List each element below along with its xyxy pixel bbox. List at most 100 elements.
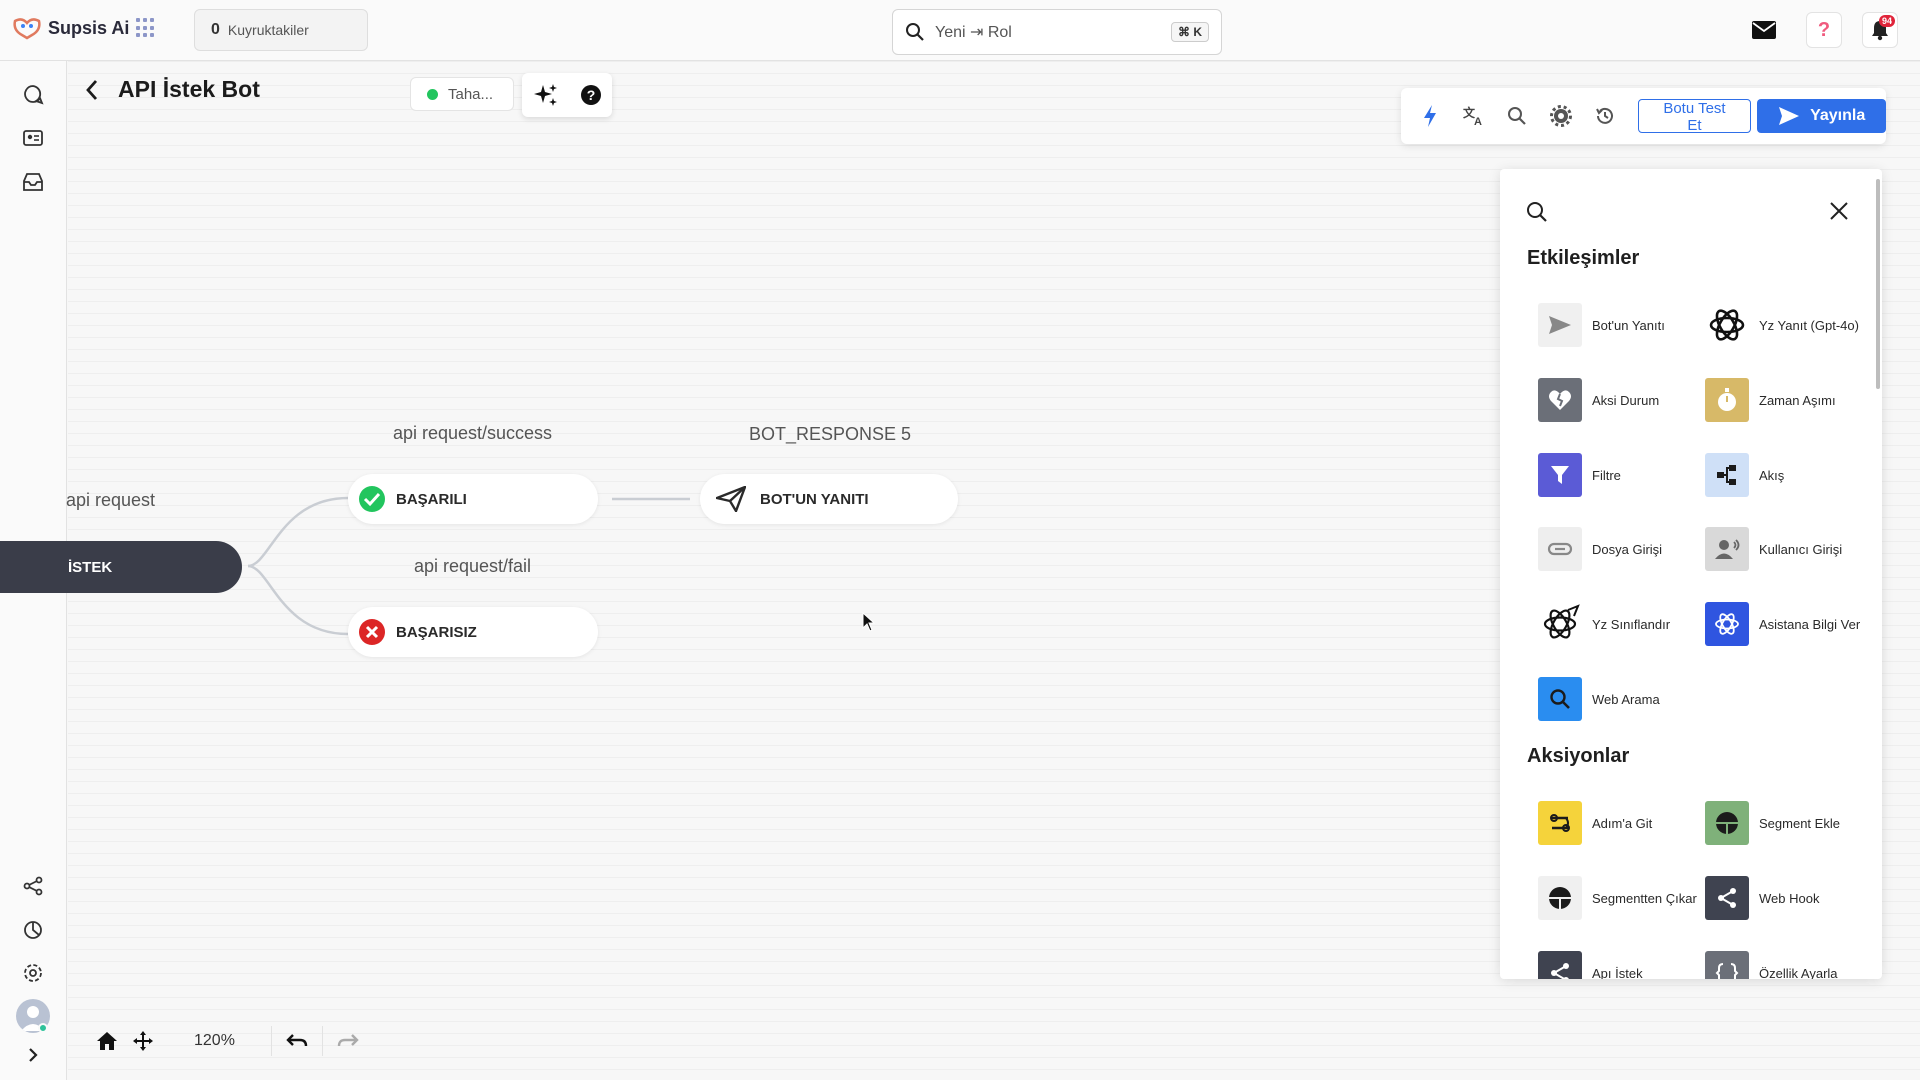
redo-icon[interactable] bbox=[337, 1033, 359, 1049]
paperclip-icon bbox=[1538, 527, 1582, 571]
queue-counter[interactable]: 0 Kuyruktakiler bbox=[194, 9, 368, 51]
notifications-button[interactable]: 94 bbox=[1862, 12, 1898, 48]
move-icon[interactable] bbox=[132, 1030, 154, 1052]
history-button[interactable] bbox=[1592, 103, 1618, 129]
palette-item-web-search[interactable]: Web Arama bbox=[1538, 676, 1698, 722]
mouse-cursor-icon bbox=[862, 612, 876, 632]
palette-item-label: Aksi Durum bbox=[1592, 392, 1660, 408]
palette-item-flow[interactable]: Akış bbox=[1705, 452, 1865, 498]
palette-item-file-input[interactable]: Dosya Girişi bbox=[1538, 526, 1698, 572]
status-dot bbox=[427, 88, 438, 100]
publish-label: Yayınla bbox=[1810, 107, 1866, 124]
sidebar-item-settings[interactable] bbox=[20, 960, 46, 986]
sparkles-icon[interactable] bbox=[533, 82, 559, 108]
node-palette-panel: Etkileşimler Bot'un Yanıtı Yz Yanıt (Gpt… bbox=[1500, 169, 1882, 979]
edge-label-success: api request/success bbox=[392, 423, 553, 443]
question-icon: ? bbox=[1817, 18, 1831, 41]
palette-item-set-property[interactable]: Özellik Ayarla bbox=[1705, 950, 1865, 979]
notification-badge: 94 bbox=[1878, 15, 1895, 27]
stopwatch-icon bbox=[1705, 378, 1749, 422]
palette-item-goto-step[interactable]: Adım'a Git bbox=[1538, 800, 1698, 846]
palette-item-bot-response[interactable]: Bot'un Yanıtı bbox=[1538, 302, 1698, 348]
share-nodes-icon bbox=[23, 876, 43, 896]
contact-card-icon bbox=[23, 130, 43, 146]
send-icon bbox=[1779, 107, 1800, 125]
palette-item-ai-classify[interactable]: Yz Sınıflandır bbox=[1538, 601, 1698, 647]
sidebar-item-chats[interactable] bbox=[20, 81, 46, 107]
palette-item-segment-add[interactable]: Segment Ekle bbox=[1705, 800, 1865, 846]
openai-classify-icon bbox=[1538, 602, 1582, 646]
undo-icon[interactable] bbox=[286, 1033, 308, 1049]
global-search[interactable]: ⌘ K bbox=[892, 9, 1222, 55]
page-title: API İstek Bot bbox=[118, 76, 260, 102]
palette-item-timeout[interactable]: Zaman Aşımı bbox=[1705, 377, 1865, 423]
palette-item-segment-remove[interactable]: Segmentten Çıkar bbox=[1538, 875, 1698, 921]
apps-grid-icon[interactable] bbox=[136, 18, 156, 38]
palette-item-ai-reply[interactable]: Yz Yanıt (Gpt-4o) bbox=[1705, 302, 1865, 348]
palette-item-label: Bot'un Yanıtı bbox=[1592, 317, 1665, 333]
palette-item-label: Segmentten Çıkar bbox=[1592, 890, 1697, 906]
svg-text:?: ? bbox=[586, 87, 595, 103]
logo-icon bbox=[13, 18, 41, 40]
page-header: API İstek Bot bbox=[84, 76, 260, 103]
bot-settings-button[interactable] bbox=[1548, 103, 1574, 129]
flow-node-label: BAŞARILI bbox=[396, 490, 467, 508]
owner-name: Taha... bbox=[448, 85, 494, 103]
chevron-right-icon bbox=[29, 1048, 38, 1062]
gear-icon bbox=[24, 964, 42, 982]
sidebar-item-contacts[interactable] bbox=[20, 125, 46, 151]
flow-node-request[interactable]: İSTEK bbox=[0, 541, 242, 593]
inbox-icon bbox=[23, 173, 43, 191]
panel-scrollbar[interactable] bbox=[1876, 179, 1880, 389]
palette-item-user-input[interactable]: Kullanıcı Girişi bbox=[1705, 526, 1865, 572]
sidebar-expand-button[interactable] bbox=[20, 1042, 46, 1068]
palette-item-api-request[interactable]: Apı İstek bbox=[1538, 950, 1698, 979]
global-search-input[interactable] bbox=[935, 23, 1161, 41]
search-shortcut: ⌘ K bbox=[1171, 22, 1209, 42]
back-arrow-icon[interactable] bbox=[84, 78, 100, 102]
search-icon bbox=[906, 23, 924, 41]
ai-help-toolbar: ? bbox=[522, 73, 612, 117]
palette-item-filter[interactable]: Filtre bbox=[1538, 452, 1698, 498]
help-circle-icon[interactable]: ? bbox=[580, 84, 602, 106]
sidebar-item-inbox[interactable] bbox=[20, 169, 46, 195]
chat-icon bbox=[24, 85, 44, 105]
braces-icon bbox=[1705, 951, 1749, 979]
flow-node-fail[interactable]: BAŞARISIZ bbox=[348, 607, 598, 657]
flow-node-bot-response[interactable]: BOT'UN YANITI bbox=[700, 474, 958, 524]
divider bbox=[321, 1026, 323, 1056]
translate-icon: 文A bbox=[1463, 105, 1482, 127]
goto-step-icon bbox=[1538, 801, 1582, 845]
test-bot-button[interactable]: Botu Test Et bbox=[1637, 99, 1752, 134]
x-circle-icon bbox=[359, 619, 385, 645]
section-title-interactions: Etkileşimler bbox=[1527, 247, 1640, 269]
close-icon[interactable] bbox=[1828, 200, 1850, 222]
pie-chart-icon bbox=[24, 921, 42, 939]
trigger-button[interactable] bbox=[1417, 103, 1443, 129]
palette-item-label: Web Arama bbox=[1592, 691, 1660, 707]
gear-icon bbox=[1550, 105, 1573, 127]
broken-heart-icon bbox=[1538, 378, 1582, 422]
flow-node-success[interactable]: BAŞARILI bbox=[348, 474, 598, 524]
search-icon[interactable] bbox=[1526, 201, 1548, 223]
publish-button[interactable]: Yayınla bbox=[1757, 99, 1886, 133]
share-icon bbox=[1705, 876, 1749, 920]
help-button[interactable]: ? bbox=[1806, 12, 1842, 48]
mail-icon bbox=[1752, 21, 1776, 39]
zoom-level[interactable]: 120% bbox=[194, 1032, 235, 1049]
canvas-search-button[interactable] bbox=[1504, 103, 1530, 129]
palette-item-label: Kullanıcı Girişi bbox=[1759, 541, 1843, 557]
user-input-icon bbox=[1705, 527, 1749, 571]
palette-item-else[interactable]: Aksi Durum bbox=[1538, 377, 1698, 423]
mail-button[interactable] bbox=[1746, 12, 1782, 48]
home-icon[interactable] bbox=[96, 1031, 118, 1051]
palette-item-web-hook[interactable]: Web Hook bbox=[1705, 875, 1865, 921]
bot-owner-pill[interactable]: Taha... bbox=[410, 77, 514, 111]
sidebar-item-reports[interactable] bbox=[20, 917, 46, 943]
sidebar-item-flows[interactable] bbox=[20, 873, 46, 899]
palette-item-label: Özellik Ayarla bbox=[1759, 965, 1838, 980]
palette-item-assistant-info[interactable]: Asistana Bilgi Ver bbox=[1705, 601, 1865, 647]
logo[interactable]: Supsis Ai bbox=[12, 16, 129, 40]
